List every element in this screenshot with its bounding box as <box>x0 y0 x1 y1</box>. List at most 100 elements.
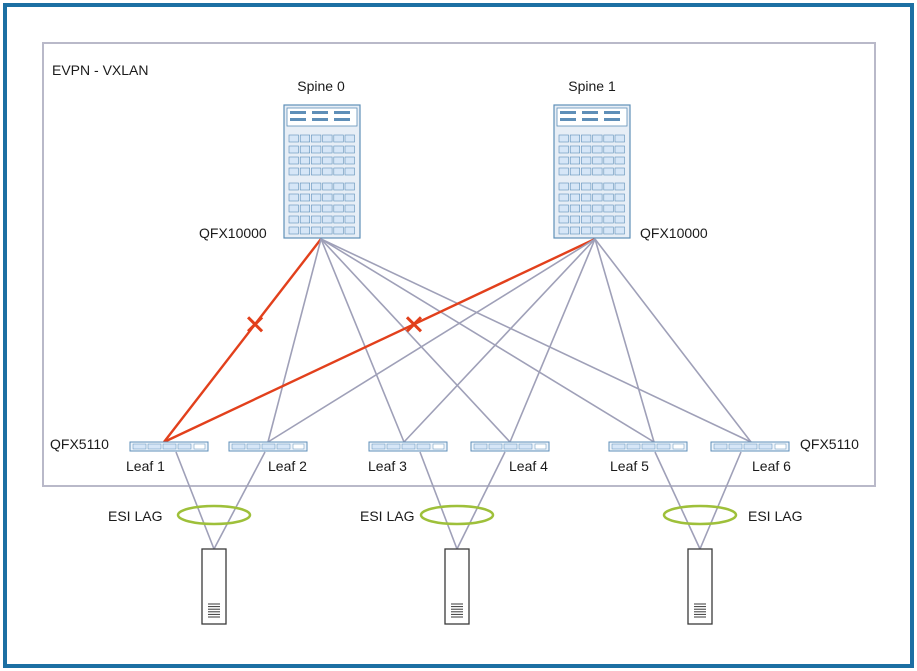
links-layer <box>163 237 752 444</box>
line-card-port <box>311 215 322 224</box>
line-card-port <box>581 182 592 191</box>
leaf-mgmt-port <box>193 443 206 450</box>
line-card-port <box>344 145 355 154</box>
leaf-port <box>371 443 386 450</box>
leaf5-switch-icon <box>608 441 688 452</box>
server2-server-icon <box>444 548 470 625</box>
esi-lag-ring <box>662 504 738 526</box>
server-body <box>444 548 470 625</box>
spine-0-label: Spine 0 <box>297 78 345 94</box>
line-card-port <box>299 134 311 143</box>
line-card-port <box>311 182 322 191</box>
line-card-port <box>344 156 355 165</box>
line-card-port <box>569 167 581 176</box>
line-card-port <box>603 182 614 191</box>
header-port <box>604 111 620 114</box>
line-card-port <box>581 204 592 213</box>
server-body <box>201 548 227 625</box>
leaf-port <box>246 443 261 450</box>
chassis-header <box>286 107 358 127</box>
line-card-port <box>581 156 592 165</box>
line-card-port <box>558 182 569 191</box>
line-card-port <box>581 145 592 154</box>
line-card-port <box>311 145 322 154</box>
line-card-port <box>288 145 299 154</box>
line-card-port <box>569 204 581 213</box>
lag-link-leaf3-server2 <box>419 451 458 550</box>
devices-layer <box>129 104 790 625</box>
leaf-model-right: QFX5110 <box>800 436 859 452</box>
line-card-port <box>288 182 299 191</box>
line-card-port <box>299 215 311 224</box>
line-card-port <box>592 167 603 176</box>
leaf-mgmt-port <box>534 443 547 450</box>
line-card-port <box>614 156 625 165</box>
line-card-port <box>558 215 569 224</box>
line-card-port <box>603 167 614 176</box>
leaf-port <box>518 443 533 450</box>
line-card-port <box>592 204 603 213</box>
leaf-1-label: Leaf 1 <box>126 458 165 474</box>
line-card-port <box>344 204 355 213</box>
leaf-4-label: Leaf 4 <box>509 458 548 474</box>
line-card-port <box>333 156 344 165</box>
header-port <box>604 118 620 121</box>
line-card-port <box>569 156 581 165</box>
spine-1-model: QFX10000 <box>640 225 708 241</box>
header-port <box>334 118 350 121</box>
line-card-port <box>603 193 614 202</box>
link-spine0-leaf1 <box>163 238 322 443</box>
line-card-port <box>592 145 603 154</box>
line-card-port <box>614 215 625 224</box>
leaf-port <box>743 443 758 450</box>
line-card-port <box>299 182 311 191</box>
leaf-port <box>728 443 743 450</box>
header-port <box>560 111 576 114</box>
line-card-port <box>288 204 299 213</box>
esi-lag-label-3: ESI LAG <box>748 508 802 524</box>
line-card-port <box>288 193 299 202</box>
line-card-port <box>299 226 311 235</box>
line-card-port <box>344 226 355 235</box>
line-card-port <box>603 215 614 224</box>
line-card-port <box>333 145 344 154</box>
line-card-port <box>344 193 355 202</box>
chassis-header <box>556 107 628 127</box>
line-card-port <box>288 156 299 165</box>
leaf-port <box>758 443 773 450</box>
line-card-port <box>581 215 592 224</box>
esi-lag-ring <box>176 504 252 526</box>
line-card-port <box>344 134 355 143</box>
line-card-port <box>558 167 569 176</box>
line-card-port <box>558 204 569 213</box>
header-port <box>582 118 598 121</box>
line-card-port <box>603 145 614 154</box>
line-card-port <box>569 182 581 191</box>
line-card-port <box>288 226 299 235</box>
line-card-port <box>614 226 625 235</box>
link-spine0-leaf6 <box>320 238 752 443</box>
line-card-port <box>333 204 344 213</box>
failure-x-icon <box>246 316 264 333</box>
line-card-port <box>299 156 311 165</box>
link-spine1-leaf2 <box>267 238 596 443</box>
header-port <box>290 118 306 121</box>
spine0-switch-icon <box>283 104 361 239</box>
spine-1-label: Spine 1 <box>568 78 616 94</box>
line-card-port <box>333 182 344 191</box>
leaf-port <box>401 443 416 450</box>
link-spine0-leaf5 <box>320 238 655 443</box>
esi-lag-label-1: ESI LAG <box>108 508 162 524</box>
leaf-mgmt-port <box>774 443 787 450</box>
server1-server-icon <box>201 548 227 625</box>
server3-server-icon <box>687 548 713 625</box>
line-card-port <box>333 167 344 176</box>
leaf6-switch-icon <box>710 441 790 452</box>
line-card-port <box>592 193 603 202</box>
line-card-port <box>322 204 333 213</box>
leaf-mgmt-port <box>292 443 305 450</box>
line-card-port <box>603 156 614 165</box>
link-spine0-leaf3 <box>320 238 405 443</box>
line-card-port <box>322 134 333 143</box>
